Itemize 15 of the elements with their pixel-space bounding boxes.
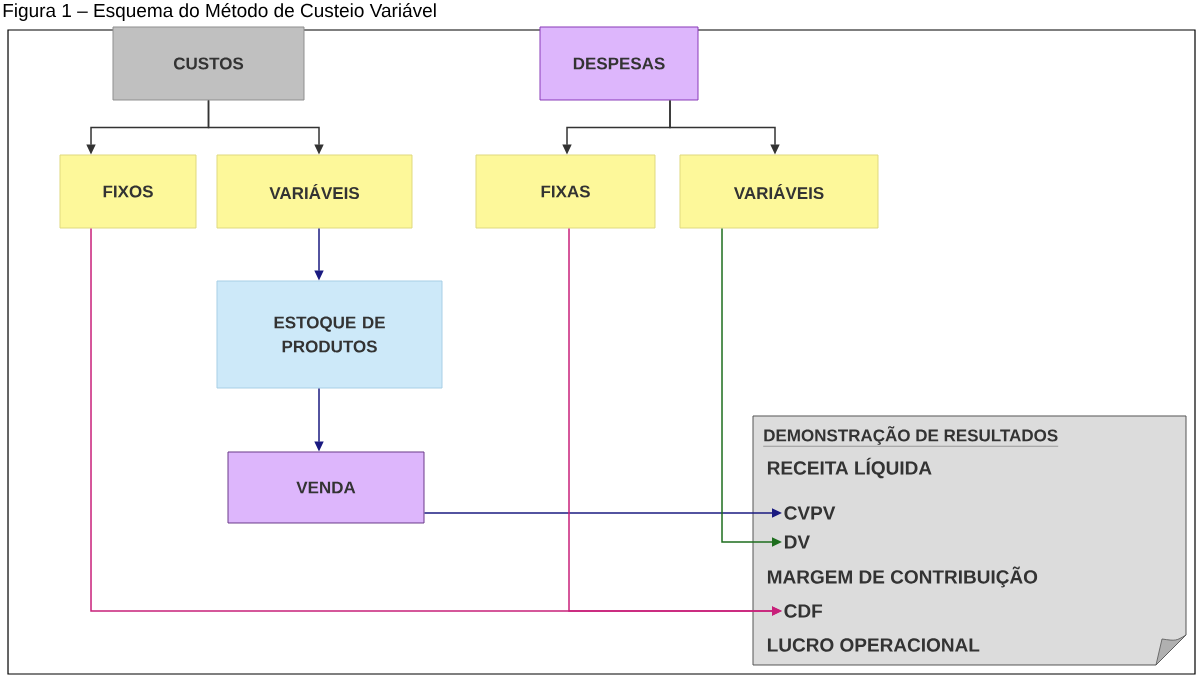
- report-line: CDF: [784, 604, 823, 618]
- report-line: CVPV: [784, 506, 836, 520]
- stock-box: ESTOQUE DE PRODUTOS: [216, 280, 443, 389]
- process-box: DESPESAS: [539, 26, 699, 101]
- figure-title: Figura 1 – Esquema do Método de Custeio Variável: [3, 3, 436, 21]
- process-box: CUSTOS: [112, 26, 305, 101]
- report-line: DV: [784, 535, 810, 549]
- process-box: FIXOS: [59, 154, 197, 229]
- report-line: LUCRO OPERACIONAL: [767, 638, 980, 652]
- report-line: MARGEM DE CONTRIBUIÇÃO: [767, 566, 1038, 588]
- process-box: VENDA: [227, 451, 425, 524]
- process-box: VARIÁVEIS: [216, 154, 413, 229]
- process-box: FIXAS: [475, 154, 656, 229]
- report-line: RECEITA LÍQUIDA: [767, 457, 932, 479]
- process-box: VARIÁVEIS: [679, 154, 879, 229]
